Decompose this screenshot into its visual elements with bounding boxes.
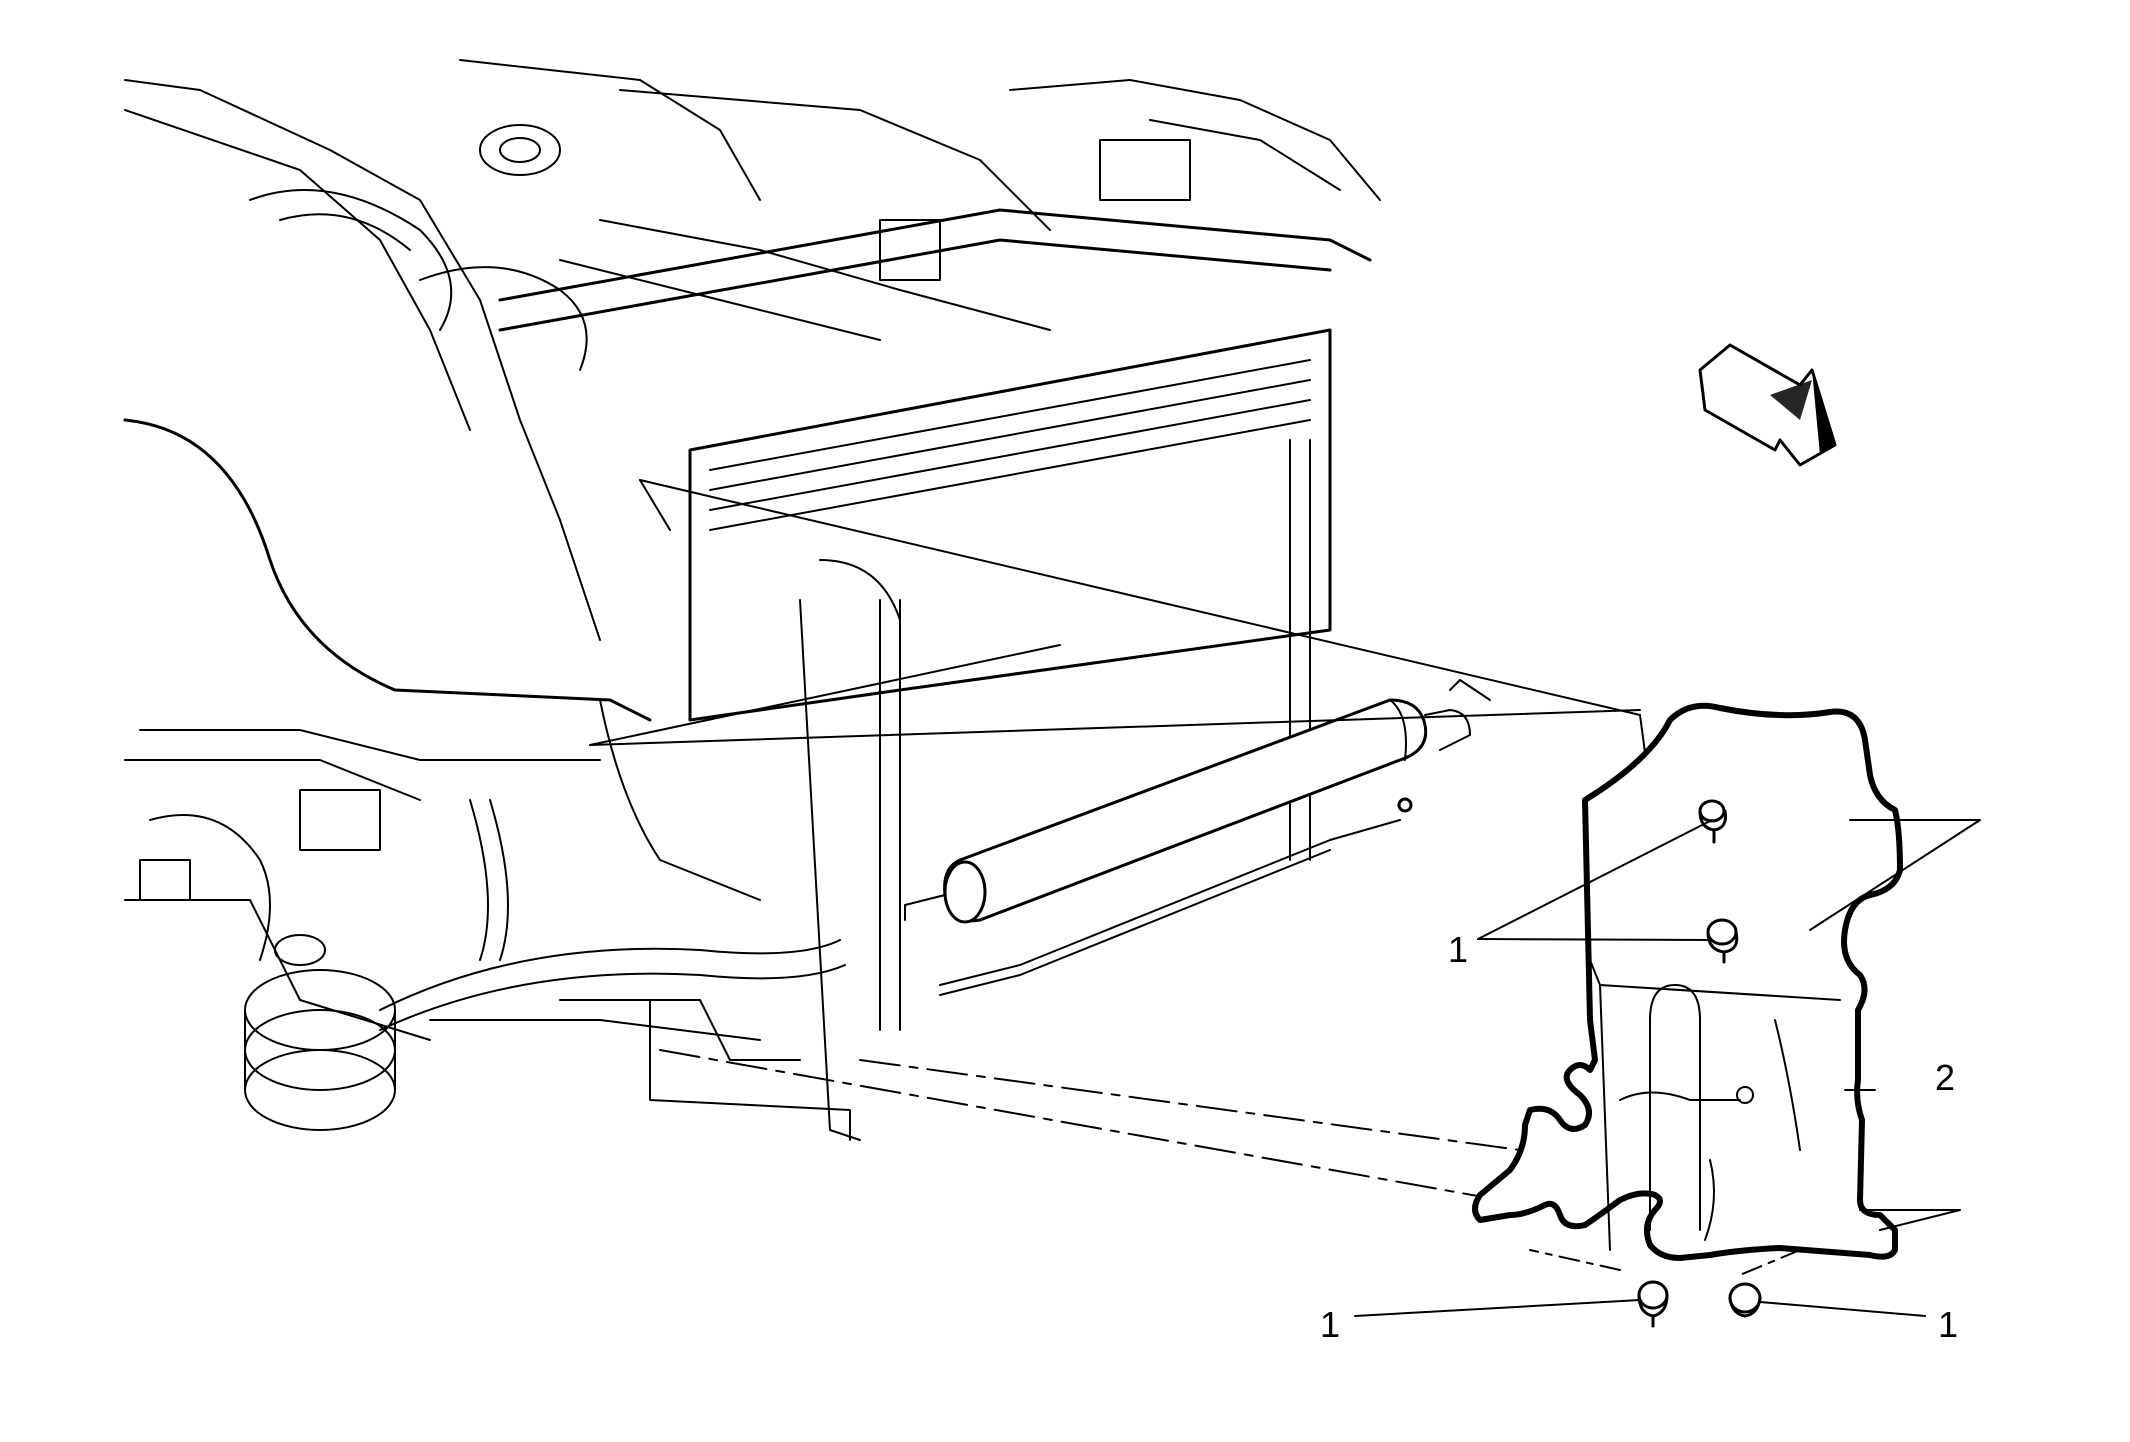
callout-leaders <box>1354 819 1926 1317</box>
air-baffle <box>1472 702 1981 1261</box>
cooler-tube <box>904 679 1491 996</box>
callout-1-upper: 1 <box>1448 929 1468 970</box>
vehicle-front-structure <box>123 59 1381 1141</box>
fastener-middle <box>1706 918 1739 964</box>
callout-2-baffle: 2 <box>1935 1057 1955 1098</box>
fastener-lower-right <box>1728 1282 1762 1318</box>
callout-1-lower-left: 1 <box>1320 1304 1340 1345</box>
fastener-lower-left <box>1637 1280 1669 1328</box>
callout-1-lower-right: 1 <box>1938 1304 1958 1345</box>
front-direction-arrow-icon <box>1698 343 1837 467</box>
